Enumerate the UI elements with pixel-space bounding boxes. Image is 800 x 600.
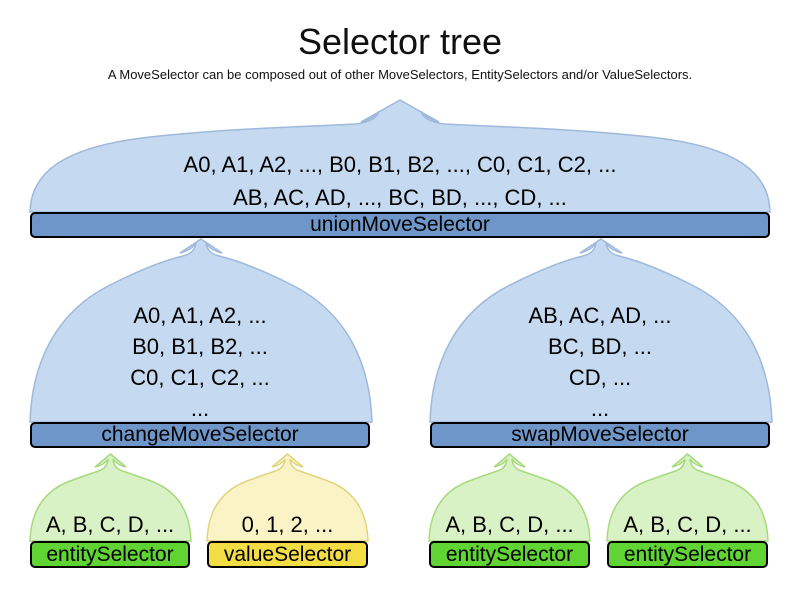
swap-line-3: CD, ...	[568, 365, 632, 390]
value-selector-bar: valueSelector	[207, 541, 368, 568]
entity-selector-mid-content: A, B, C, D, ...	[445, 512, 574, 537]
entity-selector-left-content: A, B, C, D, ...	[45, 512, 175, 537]
swap-line-4: ...	[590, 396, 610, 421]
value-selector-content: 0, 1, 2, ...	[241, 512, 334, 537]
union-selector-content: A0, A1, A2, ..., B0, B1, B2, ..., C0, C1…	[30, 148, 770, 214]
swap-selector-content: AB, AC, AD, ... BC, BD, ... CD, ... ...	[430, 300, 770, 424]
swap-line-2: BC, BD, ...	[548, 334, 652, 359]
page-title: Selector tree	[297, 21, 503, 62]
entity-selector-left-bar: entitySelector	[30, 541, 190, 568]
union-line-2: AB, AC, AD, ..., BC, BD, ..., CD, ...	[233, 185, 567, 210]
union-move-selector-shape	[29, 99, 771, 213]
entity-selector-right-bar: entitySelector	[607, 541, 768, 568]
change-move-selector-bar: changeMoveSelector	[30, 422, 370, 448]
entity-selector-right-content: A, B, C, D, ...	[623, 512, 752, 537]
swap-line-1: AB, AC, AD, ...	[528, 303, 672, 328]
change-selector-content: A0, A1, A2, ... B0, B1, B2, ... C0, C1, …	[30, 300, 370, 424]
union-move-selector-bar: unionMoveSelector	[30, 212, 770, 238]
entity-selector-mid-bar: entitySelector	[429, 541, 590, 568]
union-line-1: A0, A1, A2, ..., B0, B1, B2, ..., C0, C1…	[183, 152, 617, 177]
page-subtitle: A MoveSelector can be composed out of ot…	[107, 67, 693, 82]
change-line-2: B0, B1, B2, ...	[132, 334, 268, 359]
change-line-3: C0, C1, C2, ...	[130, 365, 270, 390]
swap-move-selector-bar: swapMoveSelector	[430, 422, 770, 448]
change-line-1: A0, A1, A2, ...	[133, 303, 267, 328]
change-line-4: ...	[190, 396, 210, 421]
